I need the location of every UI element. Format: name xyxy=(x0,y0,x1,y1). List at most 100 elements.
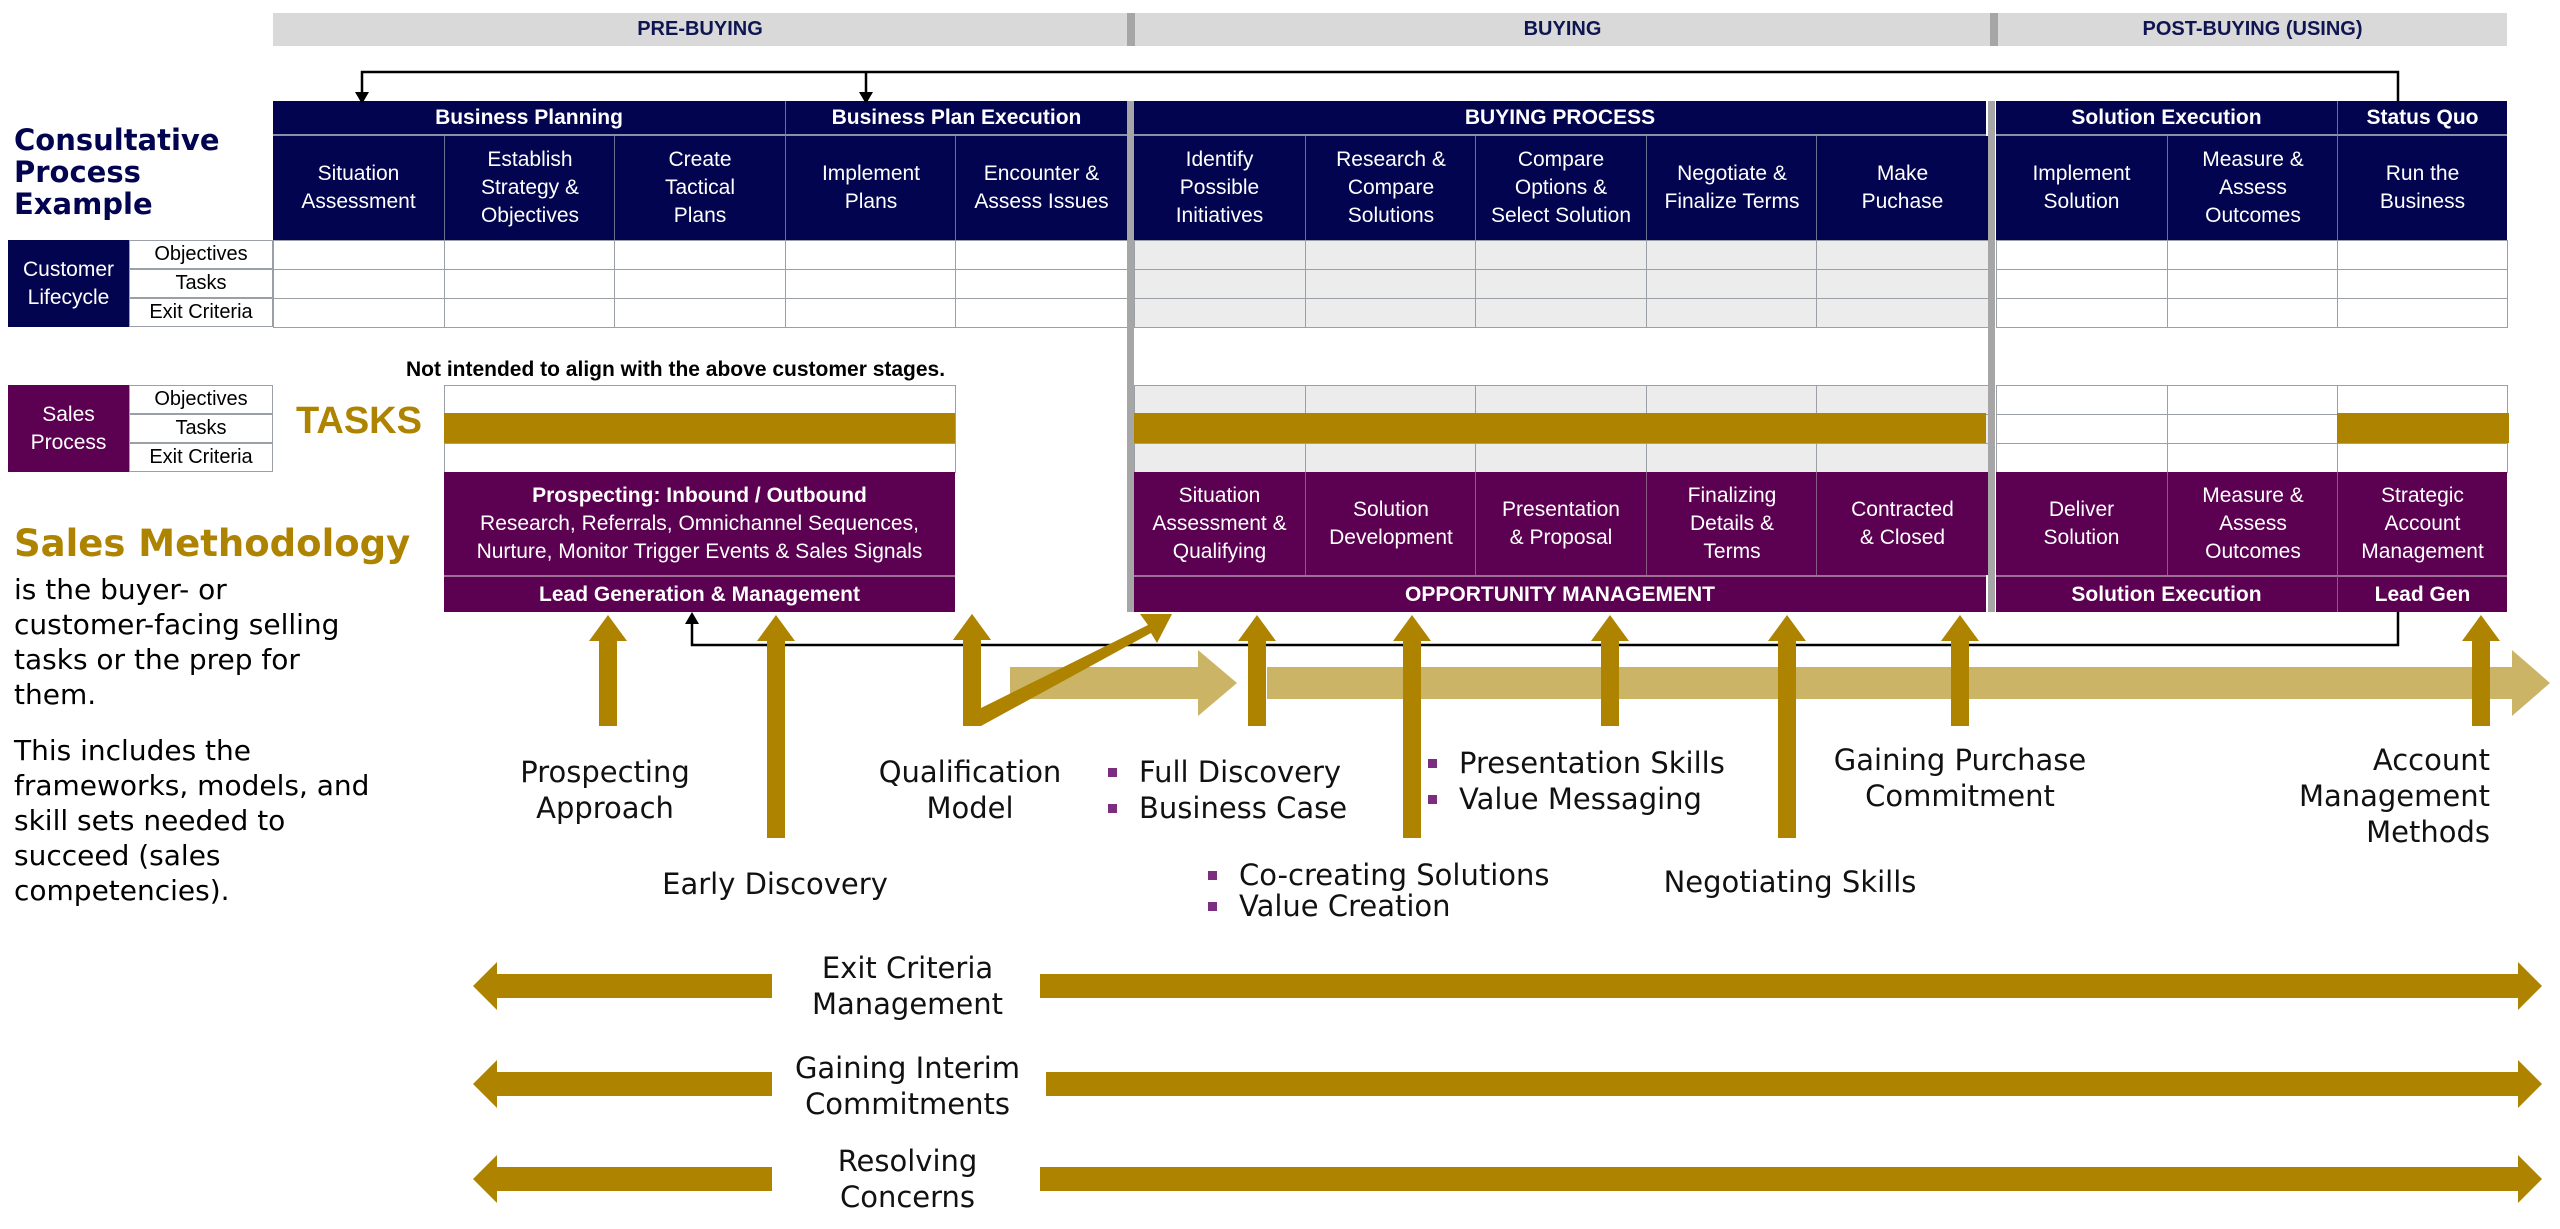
grid-cell xyxy=(1305,298,1477,328)
grid-cell xyxy=(1816,443,1989,473)
stage-text: Negotiate &Finalize Terms xyxy=(1665,160,1800,216)
up-arrow xyxy=(2462,615,2500,726)
stage-line: Contracted xyxy=(1851,497,1954,521)
skill-gaining-purchase: Gaining Purchase Commitment xyxy=(1810,742,2110,814)
grid-cell xyxy=(2337,443,2508,473)
bullet-icon xyxy=(1108,767,1117,777)
stage-line: Research & xyxy=(1336,148,1446,171)
prospecting-block: Prospecting: Inbound / Outbound Research… xyxy=(444,472,955,575)
stage-line: Solution xyxy=(2043,525,2120,549)
left-arrow xyxy=(473,1060,772,1108)
stage-line: Plans xyxy=(673,204,727,227)
row-label: Tasks xyxy=(175,272,227,294)
stage-line: Measure & xyxy=(2202,148,2304,171)
grid-cell xyxy=(955,240,1128,270)
continuous-interim-commitments: Gaining Interim Commitments xyxy=(775,1050,1040,1122)
stage-line: Implement xyxy=(2032,162,2131,185)
stage-line: Deliver xyxy=(2048,497,2115,521)
skill-negotiating: Negotiating Skills xyxy=(1663,865,1917,899)
stage-line: Presentation xyxy=(1502,497,1620,521)
up-arrow xyxy=(1393,615,1431,838)
stage-line: Business xyxy=(2379,190,2466,213)
stage-line: Possible xyxy=(1179,176,1260,199)
footer-solution-execution: Solution Execution xyxy=(1996,575,2337,612)
stage-line: Negotiate & xyxy=(1677,162,1787,185)
skill-presentation-list: Presentation Skills Value Messaging xyxy=(1428,745,1725,817)
phase-label: POST-BUYING (USING) xyxy=(2142,18,2363,40)
row-label: Objectives xyxy=(154,243,248,265)
timeline-arrow-1 xyxy=(1010,650,1237,716)
title-line: Process xyxy=(14,155,141,189)
skill-line: Methods xyxy=(2366,815,2490,849)
stage-line: Qualifying xyxy=(1172,539,1267,563)
grid-cell xyxy=(2167,414,2339,444)
skill-line: Exit Criteria xyxy=(821,951,994,985)
stage-line: Assess Issues xyxy=(974,190,1109,213)
continuous-resolving-concerns: Resolving Concerns xyxy=(775,1143,1040,1215)
bullet-icon xyxy=(1428,794,1437,804)
methodology-line: skill sets needed to xyxy=(14,804,286,837)
methodology-line: customer-facing selling xyxy=(14,608,340,641)
bullet-item: Value Messaging xyxy=(1428,781,1725,817)
skill-discovery-list: Full Discovery Business Case xyxy=(1108,754,1347,826)
bullet-icon xyxy=(1428,758,1437,768)
stage-line: Account xyxy=(2384,511,2461,535)
methodology-line: competencies). xyxy=(14,874,230,907)
stage-line: Management xyxy=(2361,539,2484,563)
up-arrow xyxy=(1941,615,1979,726)
right-arrow xyxy=(1046,1060,2542,1108)
grid-cell xyxy=(1305,240,1477,270)
group-buying-process: BUYING PROCESS xyxy=(1134,101,1986,136)
grid-cell xyxy=(444,385,956,415)
stage-text: Presentation& Proposal xyxy=(1502,496,1620,552)
tasks-label: TASKS xyxy=(296,400,422,442)
group-business-planning: Business Planning xyxy=(273,101,785,136)
skill-line: Management xyxy=(2298,779,2490,813)
grid-cell xyxy=(1134,240,1306,270)
qualification-bent-arrow xyxy=(953,614,1172,726)
grid-cell xyxy=(2337,298,2508,328)
label-line: Process xyxy=(30,430,107,454)
grid-cell xyxy=(2167,269,2339,299)
stage-line: Outcomes xyxy=(2205,539,2301,563)
methodology-line: them. xyxy=(14,678,97,711)
stage-line: Assessment & xyxy=(1152,511,1287,535)
row-label: Tasks xyxy=(175,417,227,439)
group-label: Status Quo xyxy=(2366,105,2479,129)
stage-line: Compare xyxy=(1517,148,1605,171)
bullet-text: Co-creating Solutions xyxy=(1239,858,1550,892)
row-label: Exit Criteria xyxy=(149,301,253,323)
task-bar-opportunity xyxy=(1130,413,1986,443)
stage-line: Development xyxy=(1329,525,1453,549)
continuous-arrows xyxy=(473,962,2542,1203)
group-label: BUYING PROCESS xyxy=(1464,105,1656,129)
grid-cell xyxy=(1305,443,1477,473)
skill-line: Gaining Interim xyxy=(794,1051,1021,1085)
grid-cell xyxy=(1816,298,1989,328)
grid-cell xyxy=(1996,269,2168,299)
footer-label: Lead Gen xyxy=(2374,582,2471,606)
group-label: Solution Execution xyxy=(2071,105,2262,129)
up-arrow xyxy=(757,615,795,838)
skill-line: Gaining Purchase xyxy=(1833,743,2087,777)
grid-cell xyxy=(444,269,616,299)
task-bar-lead-gen xyxy=(2337,413,2509,443)
prospecting-title: Prospecting: Inbound / Outbound xyxy=(532,483,867,507)
